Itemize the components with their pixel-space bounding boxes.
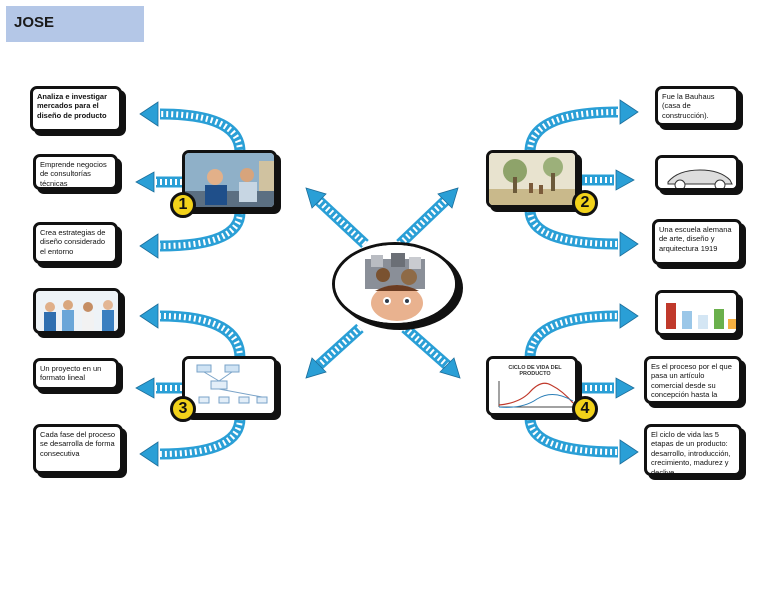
box-cada-fase: Cada fase del proceso se desarrolla de f… xyxy=(33,424,123,474)
node-2-badge: 2 xyxy=(572,190,598,216)
arrow-n4-mid xyxy=(580,377,635,399)
box-ciclo-text: El ciclo de vida las 5 etapas de un prod… xyxy=(651,430,731,476)
image-lifecycle-bars xyxy=(655,290,739,336)
arrow-n2-top xyxy=(524,99,639,153)
image-car-sketch xyxy=(655,155,739,191)
page-title: JOSE xyxy=(14,14,55,31)
gears-icon xyxy=(365,253,425,289)
arrow-n2-bot xyxy=(524,209,639,257)
box-proyecto: Un proyecto en un formato lineal xyxy=(33,358,119,390)
arrow-n1-top xyxy=(139,101,246,153)
node-4-number: 4 xyxy=(580,400,590,417)
box-escuela-text: Una escuela alemana de arte, diseño y ar… xyxy=(659,225,732,253)
node-3-badge: 3 xyxy=(170,396,196,422)
node-4-badge: 4 xyxy=(572,396,598,422)
box-analiza: Analiza e investigar mercados para el di… xyxy=(30,86,122,132)
box-proyecto-text: Un proyecto en un formato lineal xyxy=(40,364,102,383)
box-proceso: Es el proceso por el que pasa un artícul… xyxy=(644,356,742,404)
node-4-title-2: PRODUCTO xyxy=(519,371,551,377)
node-3-image xyxy=(182,356,277,416)
arrow-center-node2 xyxy=(396,187,459,248)
arrow-n3-top xyxy=(139,303,246,359)
arrow-n1-bot xyxy=(139,211,246,259)
face-icon xyxy=(371,285,423,321)
node-2-image xyxy=(486,150,578,208)
node-1-image xyxy=(182,150,277,210)
box-estrategias-text: Crea estrategias de diseño considerado e… xyxy=(40,228,106,256)
box-cada-fase-text: Cada fase del proceso se desarrolla de f… xyxy=(40,430,116,458)
box-bauhaus: Fue la Bauhaus (casa de construcción). xyxy=(655,86,739,126)
node-4-title-1: CICLO DE VIDA DEL xyxy=(508,365,562,371)
title-banner: JOSE xyxy=(6,6,144,42)
arrow-center-node3 xyxy=(305,323,364,379)
node-4-image: CICLO DE VIDA DEL PRODUCTO xyxy=(486,356,578,416)
arrow-center-node4 xyxy=(401,323,461,379)
box-ciclo: El ciclo de vida las 5 etapas de un prod… xyxy=(644,424,742,476)
image-people-meeting xyxy=(33,288,121,334)
node-3-number: 3 xyxy=(178,400,188,417)
box-proceso-text: Es el proceso por el que pasa un artícul… xyxy=(651,362,732,404)
arrow-n3-bot xyxy=(139,417,246,467)
arrow-n2-mid xyxy=(580,169,635,191)
arrow-n3-mid xyxy=(135,377,182,399)
arrow-n4-top xyxy=(524,303,639,359)
box-estrategias: Crea estrategias de diseño considerado e… xyxy=(33,222,118,264)
arrow-n1-mid xyxy=(135,171,182,193)
arrow-center-node1 xyxy=(305,187,369,249)
box-bauhaus-text: Fue la Bauhaus (casa de construcción). xyxy=(662,92,715,120)
central-head-image xyxy=(332,242,458,326)
node-2-number: 2 xyxy=(580,194,590,211)
box-escuela: Una escuela alemana de arte, diseño y ar… xyxy=(652,219,742,265)
box-analiza-text: Analiza e investigar mercados para el di… xyxy=(37,92,108,120)
node-1-badge: 1 xyxy=(170,192,196,218)
node-1-number: 1 xyxy=(178,196,188,213)
box-emprende: Emprende negocios de consultorías técnic… xyxy=(33,154,118,190)
arrow-n4-bot xyxy=(524,417,639,465)
box-emprende-text: Emprende negocios de consultorías técnic… xyxy=(40,160,107,188)
